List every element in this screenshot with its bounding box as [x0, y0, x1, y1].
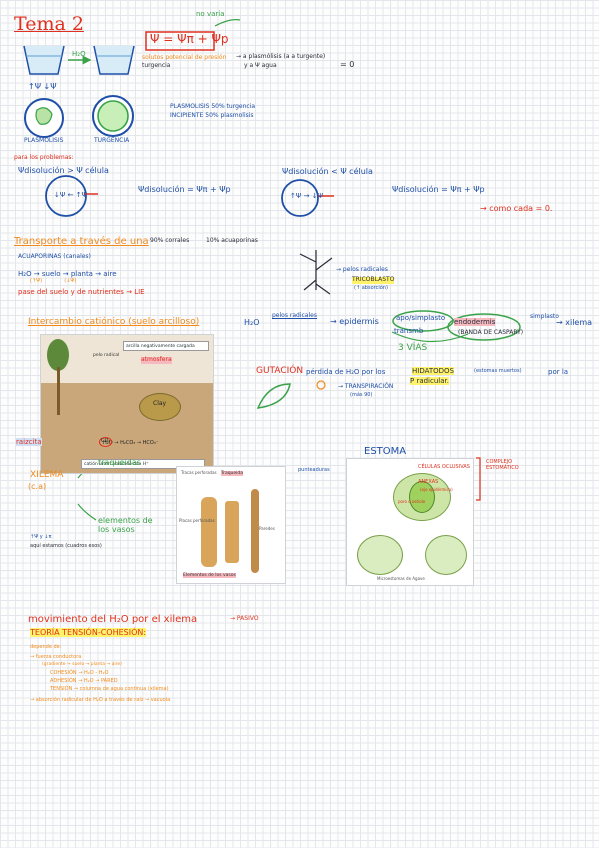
path-transmembrane: transmb	[394, 327, 424, 335]
path-epidermis: → epidermis	[330, 317, 379, 326]
page-title: Tema 2	[14, 13, 84, 35]
problems-left-equation: Ψdisolución = Ψπ + Ψp	[138, 185, 231, 194]
fig-vessel-elements: Elementos de los vasos	[183, 573, 236, 579]
fig-root-hair-label: pelo radical	[93, 353, 120, 358]
fig-walls: Paredes	[259, 526, 275, 531]
xylem-note1: ↑Ψ y ↓π	[30, 534, 52, 540]
fig-clay-label: arcilla negativamente cargada	[123, 341, 209, 351]
raizcita-label: raizcita	[16, 438, 42, 447]
punteaduras-label: punteaduras	[298, 467, 330, 473]
path-xilema: → xilema	[556, 318, 593, 327]
path-root-hairs: pelos radicales	[272, 312, 317, 319]
root-hairs-label: → pelos radicales	[336, 266, 388, 273]
xylem-movement-heading: movimiento del H₂O por el xilema	[28, 614, 198, 625]
tricoblasto-sub: (↑ absorción)	[354, 285, 388, 291]
acuaporinas-label: ACUAPORINAS (canales)	[18, 253, 91, 260]
xylem-note2: aquí estamos (cuadros esos)	[30, 543, 102, 549]
hidatodos-label: HIDATODOS	[412, 367, 454, 376]
por-la-label: por la	[548, 368, 569, 376]
stoma-figure: Microestomas de Agave	[346, 458, 474, 586]
problems-right-inequality: Ψdisolución < Ψ célula	[282, 167, 373, 176]
fig-atmosfera: atmosfera	[141, 356, 172, 364]
turgor-label: turgencia	[142, 62, 171, 69]
guard-cells-label: CÉLULAS OCLUSIVAS	[418, 464, 470, 470]
water-psi-arrow: y a Ψ agua	[244, 62, 277, 69]
nutrient-pass: pase del suelo y de nutrientes → LIE	[18, 288, 145, 296]
transpiration-label: → TRANSPIRACIÓN	[338, 383, 394, 390]
plasmolysis-line2: INCIPIENTE 50% plasmolisis	[170, 112, 254, 119]
water-potential-formula: Ψ = Ψπ + Ψp	[150, 32, 229, 46]
water-flow: H₂O → suelo → planta → aire	[18, 270, 117, 278]
transport-pct-acuaporinas: 10% acuaporinas	[206, 237, 258, 244]
three-routes: 3 VÍAS	[398, 343, 428, 353]
xylem-figure: Traqueida Elementos de los vasos Tracas …	[176, 466, 286, 584]
stomatal-complex-label: COMPLEJO ESTOMÁTICO	[486, 459, 519, 471]
fig-perforated2: Placas perforadas	[179, 518, 215, 523]
delta-psi-labels: ↑Ψ ↓Ψ	[28, 82, 57, 91]
transpiration-sub: (más 90)	[350, 392, 373, 398]
plasmolysis-line1: PLASMOLISIS 50% turgencia	[170, 103, 256, 110]
annex-note: (ojo epidérmica)	[420, 487, 453, 492]
driving-force: → fuerza conductora	[30, 654, 82, 660]
fig-co2: CO₂	[99, 437, 113, 447]
tension-label: TENSIÓN → columna de agua continua (xile…	[50, 686, 169, 692]
tracheids-label: traqueidas	[98, 458, 141, 467]
problems-right-note: → como cada = 0.	[480, 204, 553, 213]
annex-cells-label: ANEXAS	[418, 479, 439, 485]
root-absorption-line: → absorción radicular de H₂O a través de…	[30, 697, 171, 703]
hidatodos-note: (estomas muertos)	[474, 368, 522, 374]
cation-exchange-heading: Intercambio catiónico (suelo arcilloso)	[28, 317, 200, 327]
fig-clay-particle: Clay	[153, 400, 167, 407]
problems-right-arrows: ↑Ψ → ↓Ψ	[290, 192, 324, 200]
tricoblasto-label: TRICOBLASTO	[352, 276, 395, 284]
problems-left-inequality: Ψdisolución > Ψ célula	[18, 166, 109, 175]
h2o-label: H₂O	[72, 50, 86, 58]
path-simplasto: simplasto	[530, 313, 559, 320]
fig-perforated1: Tracas perforadas	[181, 470, 217, 475]
problems-right-equation: Ψdisolución = Ψπ + Ψp	[392, 185, 485, 194]
vessel-elements-label: elementos de los vasos	[98, 516, 153, 535]
passive-label: → PASIVO	[230, 615, 259, 622]
path-endodermis: endodermis	[454, 318, 496, 327]
stoma-heading: ESTOMA	[364, 446, 407, 457]
tension-cohesion-theory: TEORÍA TENSIÓN-COHESIÓN:	[30, 628, 147, 638]
depends-on-label: depende de:	[30, 644, 62, 650]
solutes-label: solutos potencial de presión	[142, 54, 227, 61]
fig-tracheid: Traqueida	[221, 471, 244, 477]
cation-exchange-figure: arcilla negativamente cargada pelo radic…	[40, 334, 214, 474]
turgencia-label: TURGENCIA	[94, 137, 130, 144]
fig-stoma-caption: Microestomas de Agave	[377, 576, 425, 581]
caspary-band: (BANDA DE CASPARY)	[458, 329, 524, 336]
pore-label: poro o ostiolo	[398, 499, 426, 504]
xylem-sub: (c.a)	[28, 482, 47, 491]
fig-exchanged-label: catión intercambiado con H⁺	[81, 459, 205, 469]
plasmolysis-arrow: → a plasmólisis (a a turgente)	[236, 53, 326, 60]
fig-reaction: H₂O → H₂CO₃ → HCO₃⁻	[103, 440, 159, 446]
gutation-text: pérdida de H₂O por los	[306, 368, 386, 376]
path-h2o: H₂O	[244, 318, 260, 327]
xylem-label: XILEMA	[30, 470, 64, 480]
driving-force-gradient: (gradiente → suelo → planta → aire)	[42, 662, 122, 667]
water-flow-psi: (↑Ψ) (↓Ψ)	[30, 278, 77, 284]
no-varia-label: no varía	[196, 10, 225, 18]
problems-heading: para los problemas:	[14, 154, 74, 161]
path-apo-simplast: apo/simplasto	[396, 314, 446, 322]
zero-label: = 0	[340, 60, 355, 69]
cohesion-label: COHESIÓN → H₂O - H₂O	[50, 670, 109, 676]
adhesion-label: ADHESIÓN → H₂O → PARED	[50, 678, 118, 684]
root-pressure-label: P radicular.	[410, 377, 449, 386]
transport-heading: Transporte a través de una	[14, 236, 149, 247]
gutation-heading: GUTACIÓN	[256, 366, 304, 376]
transport-pct-corrales: 90% corrales	[150, 237, 190, 244]
plasmolisis-label: PLASMOLISIS	[24, 137, 64, 144]
problems-left-arrows: ↓Ψ ← ↑Ψ	[54, 191, 88, 199]
